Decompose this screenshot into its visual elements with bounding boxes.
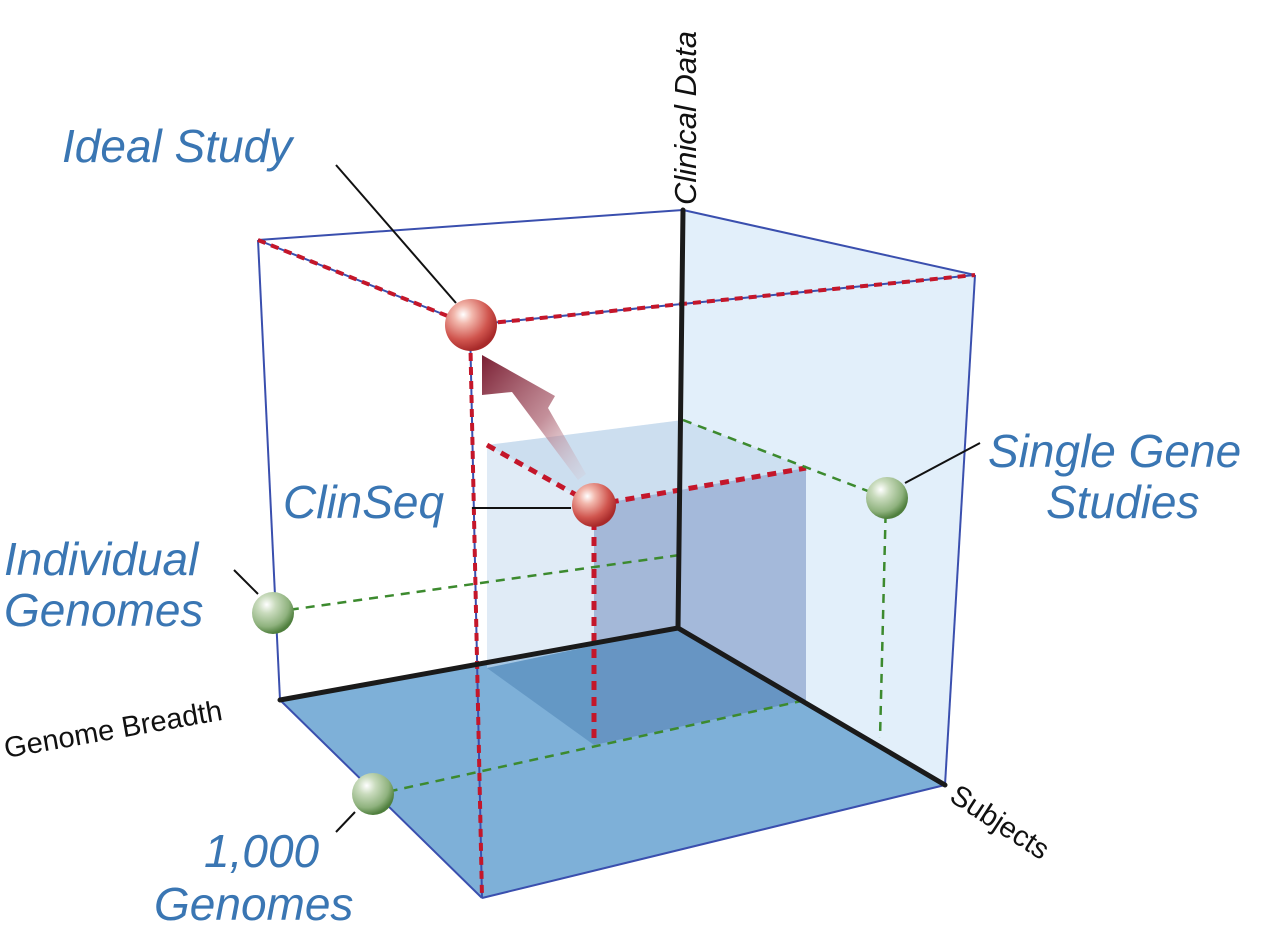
individual-genomes-point: [252, 592, 294, 634]
label-individual-genomes-line2: Genomes: [4, 584, 203, 636]
label-single-gene-line1: Single Gene: [988, 425, 1241, 477]
axis-label-genome-breadth: Genome Breadth: [2, 695, 225, 765]
label-ideal-study: Ideal Study: [62, 120, 295, 172]
axis-label-clinical-data: Clinical Data: [668, 31, 703, 205]
axis-label-subjects: Subjects: [944, 779, 1055, 866]
leader-lines: [233, 164, 981, 833]
clinseq-point: [572, 483, 616, 527]
single-gene-studies-point: [866, 477, 908, 519]
label-single-gene-line2: Studies: [1046, 476, 1199, 528]
ideal-study-point: [445, 299, 497, 351]
label-clinseq: ClinSeq: [283, 476, 445, 528]
label-thousand-genomes-line1: 1,000: [204, 825, 320, 877]
label-individual-genomes-line1: Individual: [4, 533, 200, 585]
subjects-axis: [675, 625, 948, 788]
label-thousand-genomes-line2: Genomes: [154, 878, 353, 926]
thousand-genomes-point: [352, 773, 394, 815]
green-projections: [273, 418, 888, 797]
progress-arrow-icon: [482, 355, 586, 480]
genome-breadth-axis: [277, 625, 681, 703]
axes: [277, 207, 948, 788]
clinical-data-axis: [675, 207, 686, 631]
ideal-study-projections: [257, 238, 976, 899]
